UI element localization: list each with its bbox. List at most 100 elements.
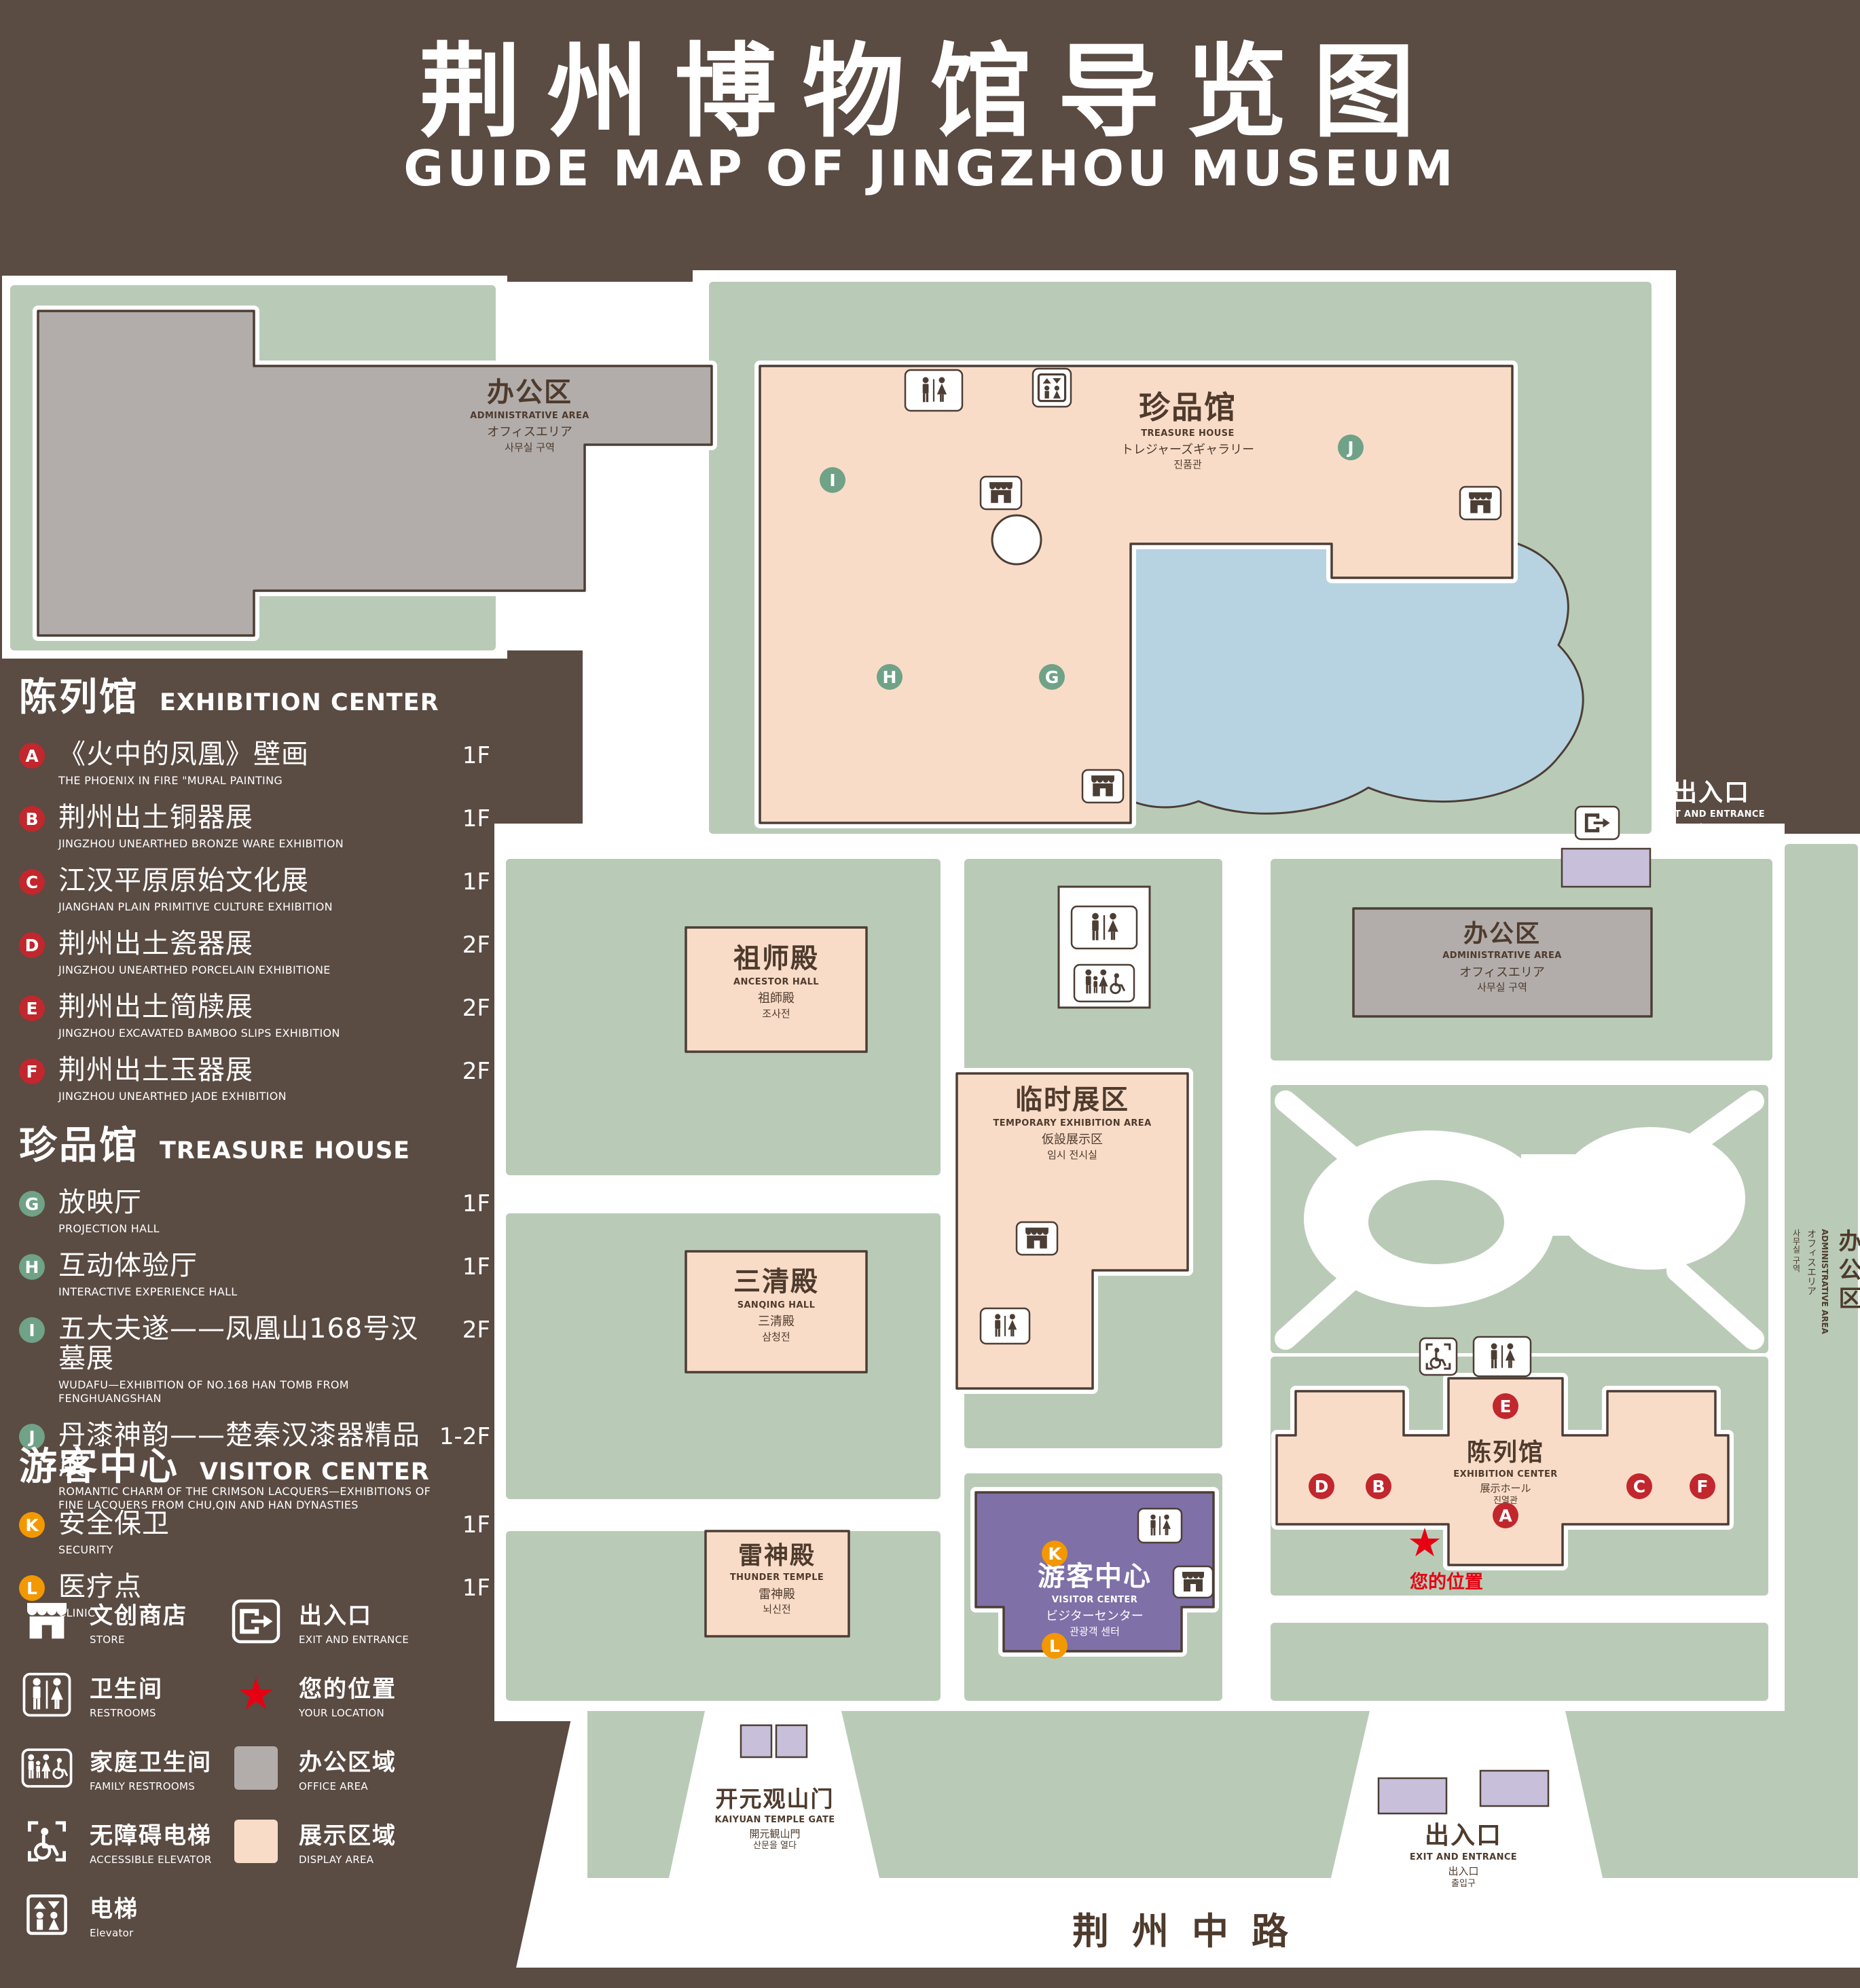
accessible-elevator-icon	[1419, 1337, 1458, 1376]
item-name-zh: 荆州出土玉器展	[58, 1054, 253, 1086]
label-ancestor-hall: 祖师殿 ANCESTOR HALL 祖師殿 조사전	[733, 943, 819, 1020]
legend-elevator: 电梯 Elevator	[20, 1890, 230, 1939]
item-name-en: WUDAFU—EXHIBITION OF NO.168 HAN TOMB FRO…	[58, 1378, 349, 1405]
map-icon-tiles	[904, 367, 1620, 1599]
item-name-zh: 五大夫遂——凤凰山168号汉墓展	[58, 1313, 419, 1374]
item-name-zh: 荆州出土铜器展	[58, 802, 253, 833]
legend-restrooms: 卫生间 RESTROOMS	[20, 1670, 230, 1719]
marker-i: I	[19, 1317, 45, 1343]
icon-legend: 文创商店 STORE 出入口 EXIT AND ENTRANCE	[20, 1597, 496, 1939]
thunder-temple-building	[704, 1530, 850, 1638]
item-floor: 2F	[462, 995, 490, 1022]
label-treasure-house: 珍品馆 TREASURE HOUSE トレジャーズギャラリー 진품관	[1120, 389, 1255, 471]
lawn-east-strip	[1785, 844, 1858, 1716]
exit-building-ne	[1561, 847, 1652, 888]
lawn-south-2	[841, 1711, 1370, 1878]
section-visitor-center: 游客中心 VISITOR CENTER K 安全保卫 SECURITY 1F L…	[19, 1436, 490, 1635]
ancestor-hall-building	[685, 926, 868, 1053]
legend-your-location: ★ 您的位置 YOUR LOCATION	[230, 1670, 492, 1719]
your-location-label: 您的位置	[1410, 1572, 1483, 1593]
legend-office-area: 办公区域 OFFICE AREA	[230, 1744, 492, 1792]
map-marker-d: D	[1309, 1473, 1334, 1499]
map-marker-b: B	[1366, 1473, 1391, 1499]
map-marker-j: J	[1338, 435, 1364, 460]
store-icon	[1459, 485, 1502, 521]
elevator-icon	[20, 1890, 73, 1939]
list-item-d: D 荆州出土瓷器展 JINGZHOU UNEARTHED PORCELAIN E…	[19, 929, 490, 977]
list-item-b: B 荆州出土铜器展 JINGZHOU UNEARTHED BRONZE WARE…	[19, 803, 490, 851]
item-name-en: JINGZHOU UNEARTHED PORCELAIN EXHIBITIONE	[58, 963, 331, 976]
item-name-zh: 《火中的凤凰》壁画	[58, 739, 309, 770]
item-name-en: JINGZHOU UNEARTHED JADE EXHIBITION	[58, 1090, 287, 1103]
item-name-en: INTERACTIVE EXPERIENCE HALL	[58, 1285, 238, 1298]
store-icon	[20, 1597, 73, 1646]
admin-building-nw	[37, 310, 713, 637]
legend-accessible-elevator: 无障碍电梯 ACCESSIBLE ELEVATOR	[20, 1817, 230, 1866]
restrooms-icon	[1070, 905, 1138, 950]
legend-exit: 出入口 EXIT AND ENTRANCE	[230, 1597, 492, 1646]
map-marker-i: I	[820, 467, 845, 493]
marker-f: F	[19, 1059, 45, 1084]
list-item-j: J 丹漆神韵——楚秦汉漆器精品展 ROMANTIC CHARM OF THE C…	[19, 1420, 490, 1512]
label-exit-south: 出入口 EXIT AND ENTRANCE 出入口 출입구	[1409, 1822, 1518, 1889]
map-marker-h: H	[877, 664, 902, 690]
lawn-south-1	[587, 1711, 705, 1878]
sanqing-hall-building	[685, 1250, 868, 1374]
item-floor: 1F	[462, 1511, 490, 1539]
buildings	[33, 306, 1734, 1815]
item-name-en: JINGZHOU EXCAVATED BAMBOO SLIPS EXHIBITI…	[58, 1027, 340, 1039]
family-restrooms-icon	[1073, 963, 1135, 1003]
courtyard-circle	[991, 514, 1042, 566]
exit-entrance-icon	[1574, 805, 1620, 841]
list-item-i: I 五大夫遂——凤凰山168号汉墓展 WUDAFU—EXHIBITION OF …	[19, 1314, 490, 1405]
item-floor: 2F	[462, 1058, 490, 1085]
item-name-zh: 荆州出土简牍展	[58, 991, 253, 1023]
display-area-swatch	[234, 1820, 278, 1863]
list-item-c: C 江汉平原原始文化展 JIANGHAN PLAIN PRIMITIVE CUL…	[19, 866, 490, 914]
exit-building-south-1	[1377, 1777, 1448, 1815]
section-heading: 珍品馆 TREASURE HOUSE	[19, 1124, 411, 1168]
item-floor: 2F	[462, 1317, 490, 1344]
marker-h: H	[19, 1254, 45, 1280]
store-icon	[1081, 769, 1125, 804]
label-exit-northeast: 出入口 EXIT AND ENTRANCE 出入口 출입구	[1657, 779, 1766, 846]
map-marker-f: F	[1690, 1473, 1715, 1499]
exhibition-center-building	[1275, 1377, 1730, 1566]
label-sanqing-hall: 三清殿 SANQING HALL 三清殿 삼청전	[733, 1266, 819, 1343]
restrooms-icon	[904, 369, 964, 412]
treasure-house-building	[759, 365, 1514, 824]
list-item-g: G 放映厅 PROJECTION HALL 1F	[19, 1188, 490, 1236]
poster-title-zh: 荆州博物馆导览图	[419, 33, 1441, 151]
item-floor: 2F	[462, 932, 490, 959]
store-icon	[1172, 1565, 1214, 1599]
garden-paths	[1275, 1090, 1764, 1350]
map-marker-l: L	[1042, 1633, 1068, 1659]
marker-b: B	[19, 806, 45, 832]
your-location-star-icon: ★	[236, 1670, 276, 1720]
label-temporary-exhibition: 临时展区 TEMPORARY EXHIBITION AREA 仮設展示区 임시 …	[993, 1084, 1152, 1161]
label-kaiyuan-gate: 开元观山门 KAIYUAN TEMPLE GATE 開元観山門 산문을 열다	[714, 1786, 835, 1852]
item-name-zh: 放映厅	[58, 1187, 142, 1218]
marker-l: L	[19, 1575, 45, 1601]
item-name-en: PROJECTION HALL	[58, 1222, 160, 1235]
label-admin-area-east: 办公区 ADMINISTRATIVE AREA オフィスエリア 사무실 구역	[1442, 920, 1562, 994]
restrooms-icon	[1472, 1336, 1532, 1378]
lawn-exhibition-south	[1271, 1623, 1768, 1701]
lawn-south-3	[1565, 1711, 1858, 1878]
gate-building-2	[775, 1724, 808, 1759]
store-icon	[979, 475, 1023, 511]
label-exhibition-center: 陈列馆 EXHIBITION CENTER 展示ホール 진열관	[1453, 1439, 1558, 1506]
elevator-icon	[1032, 367, 1072, 408]
label-admin-area-nw: 办公区 ADMINISTRATIVE AREA オフィスエリア 사무실 구역	[470, 377, 589, 454]
admin-building-east	[1352, 907, 1653, 1018]
legend-store: 文创商店 STORE	[20, 1597, 230, 1646]
section-heading: 陈列馆 EXHIBITION CENTER	[19, 676, 439, 720]
legend-display-area: 展示区域 DISPLAY AREA	[230, 1817, 492, 1866]
list-item-f: F 荆州出土玉器展 JINGZHOU UNEARTHED JADE EXHIBI…	[19, 1055, 490, 1103]
item-name-en: ROMANTIC CHARM OF THE CRIMSON LACQUERS—E…	[58, 1485, 431, 1511]
item-name-en: JINGZHOU UNEARTHED BRONZE WARE EXHIBITIO…	[58, 837, 344, 850]
label-visitor-center: 游客中心 VISITOR CENTER ビジターセンター 관광객 센터	[1038, 1561, 1152, 1638]
item-floor: 1-2F	[439, 1423, 490, 1450]
